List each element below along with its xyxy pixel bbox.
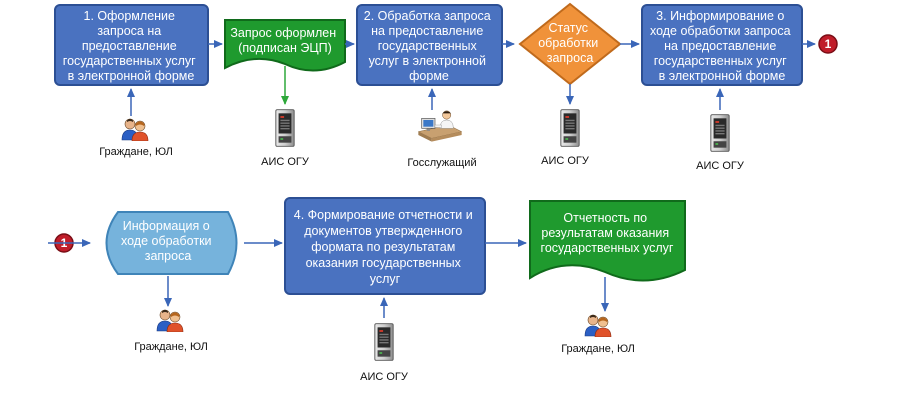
- connector-1-label: 1: [825, 37, 832, 51]
- ais-label-1: АИС ОГУ: [261, 156, 310, 168]
- step4-text: 4. Формирование отчетности и документов …: [294, 208, 476, 286]
- step1-box: [54, 4, 209, 86]
- doc1-text: Запрос оформлен (подписан ЭЦП): [230, 26, 339, 55]
- people-icon: [121, 118, 149, 141]
- citizens-label-1: Граждане, ЮЛ: [99, 146, 173, 158]
- server-icon: [710, 114, 730, 152]
- ais-label-2: АИС ОГУ: [541, 155, 590, 167]
- server-icon: [374, 323, 394, 361]
- info-display-shape: [105, 211, 238, 275]
- info-text: Информация о ходе обработки запроса: [121, 219, 215, 263]
- step2-box: [356, 4, 503, 86]
- doc2-text: Отчетность по результатам оказания госуд…: [541, 211, 674, 255]
- step1-text: 1. Оформление запроса на предоставление …: [63, 9, 199, 83]
- server-icon: [560, 109, 580, 147]
- request-done-document: [224, 19, 346, 72]
- step3-box: [641, 4, 803, 86]
- ais-label-4: АИС ОГУ: [360, 371, 409, 383]
- citizens-label-3: Граждане, ЮЛ: [561, 343, 635, 355]
- people-icon: [584, 314, 612, 337]
- ais-label-3: АИС ОГУ: [696, 160, 745, 172]
- step2-text: 2. Обработка запроса на предоставление г…: [364, 9, 494, 83]
- officer-label: Госслужащий: [407, 157, 476, 169]
- step3-text: 3. Информирование о ходе обработки запро…: [650, 9, 794, 83]
- people-icon: [156, 309, 184, 332]
- step4-box: [284, 197, 486, 295]
- server-icon: [275, 109, 295, 147]
- citizens-label-2: Граждане, ЮЛ: [134, 341, 208, 353]
- report-document: [529, 200, 686, 282]
- decision-text: Статус обработки запроса: [538, 21, 602, 65]
- officer-icon: [417, 110, 463, 143]
- offpage-connector-1: [818, 34, 838, 54]
